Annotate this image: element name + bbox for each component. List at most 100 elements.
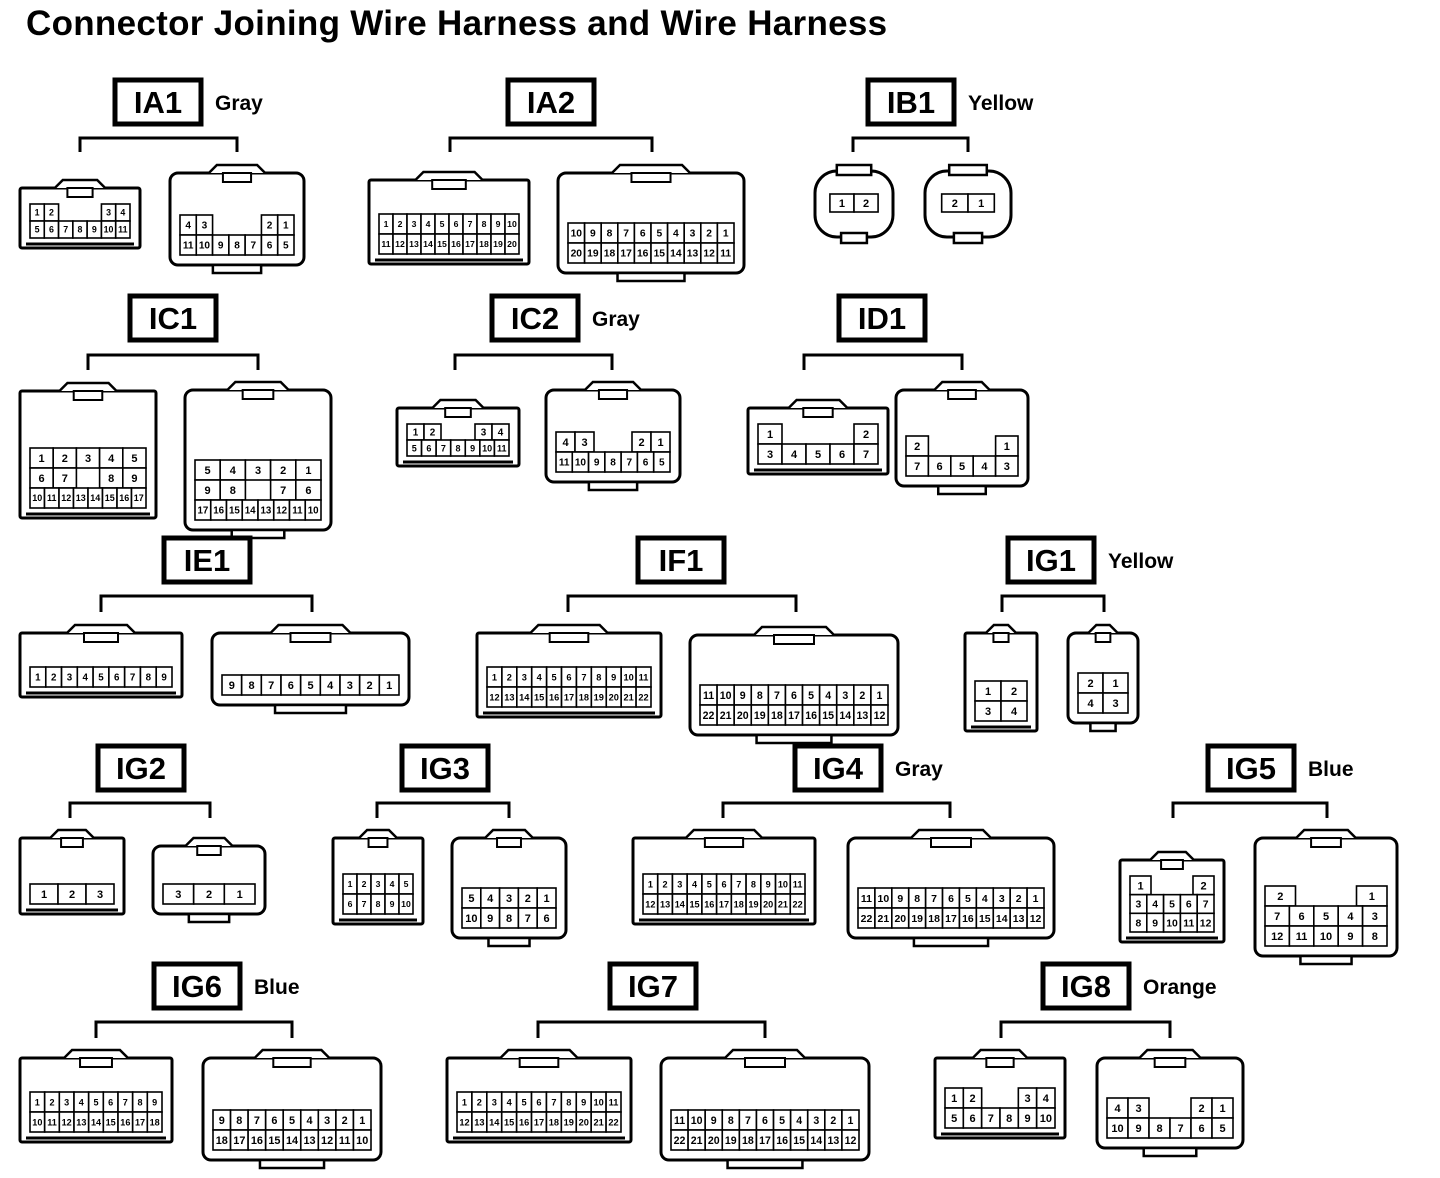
- ig4-left-pin-number: 7: [736, 879, 741, 889]
- ig4-right-pin-number: 10: [878, 894, 890, 905]
- ig6-left-pin-number: 14: [91, 1117, 101, 1127]
- ig8-right-pin-number: 1: [1219, 1103, 1225, 1115]
- ig8-right-pin-number: 3: [1135, 1103, 1141, 1115]
- ia2-left-pin-number: 15: [437, 239, 447, 249]
- connector-id-label: IG7: [628, 969, 678, 1004]
- ic2-left-pin-number: 1: [413, 428, 419, 439]
- ig4-left-pin-number: 1: [648, 879, 653, 889]
- ig5-left-pin-cell: [1196, 912, 1215, 933]
- connector-id-box: [792, 743, 884, 793]
- connector-id-label: IG8: [1061, 969, 1111, 1004]
- if1-right-latch: [753, 625, 835, 636]
- ic1-left-pin-number: 12: [61, 493, 71, 503]
- ig4-left-pin-number: 20: [763, 899, 773, 909]
- connector-bracket: [721, 801, 952, 818]
- ig7-right-pin-number: 16: [776, 1135, 788, 1147]
- if1-right-pin-number: 1: [877, 690, 883, 702]
- ig3-right-pin-number: 10: [465, 913, 477, 925]
- ig6-right-pin-number: 14: [286, 1135, 298, 1147]
- ig8-right-foot: [1142, 1146, 1198, 1158]
- ia2-right-pin-number: 18: [604, 249, 616, 260]
- ig7-right-pin-number: 13: [827, 1135, 839, 1147]
- ig6-right-pin-number: 15: [268, 1135, 280, 1147]
- ig7-right-pin-number: 18: [742, 1135, 754, 1147]
- ic1-right-lock: [241, 389, 275, 400]
- connector-bracket: [1000, 594, 1106, 612]
- ig3-right-pin-number: 8: [506, 913, 512, 925]
- ig7-right-pin-number: 21: [691, 1135, 703, 1147]
- connector-color-label: Yellow: [968, 92, 1034, 115]
- ic1-left-pin-number: 8: [108, 473, 114, 485]
- connector-id-box: [865, 77, 957, 127]
- ie1-right-pin-number: 1: [386, 680, 392, 692]
- ia1-right-foot: [211, 263, 263, 275]
- ig7-right-pin-number: 7: [745, 1115, 751, 1127]
- ic1-left-pin-number: 6: [39, 473, 45, 485]
- if1-right-lock: [773, 634, 815, 645]
- if1-left-latch: [529, 623, 609, 634]
- ia2-left-pin-number: 2: [398, 219, 403, 229]
- ic2-right-pin-number: 5: [659, 458, 665, 469]
- ig8-right-pin-number: 10: [1111, 1123, 1123, 1135]
- ig5-right-pin-number: 10: [1320, 931, 1332, 943]
- ig4-left-pin-cell: [789, 893, 806, 915]
- if1-left-pin-cell: [635, 686, 652, 708]
- ig5-left-pin-number: 2: [1200, 880, 1206, 892]
- ic1-right-pin-number: 3: [255, 465, 261, 477]
- ic2-right-pin-number: 10: [575, 458, 587, 469]
- ig7-left-latch: [499, 1048, 579, 1059]
- ig1-left-lock: [992, 632, 1010, 643]
- ig7-left-pin-number: 22: [608, 1117, 618, 1127]
- ig1-right-latch: [1087, 623, 1119, 634]
- ig6-left-pin-number: 15: [106, 1117, 116, 1127]
- ic1-right-pin-number: 13: [260, 506, 271, 517]
- ig6-right-pin-number: 1: [359, 1115, 365, 1127]
- id1-left-lock: [802, 407, 834, 418]
- ia2-right-pin-number: 11: [720, 249, 731, 260]
- ig4-left-lock: [703, 837, 745, 848]
- connector-color-label: Gray: [592, 308, 640, 331]
- ig5-right-pin-number: 7: [1274, 911, 1280, 923]
- ia1-left-pin-number: 10: [104, 225, 114, 235]
- ig1-right-pin-cell: [1102, 692, 1129, 714]
- connector-id-box: [1040, 961, 1132, 1011]
- if1-left-pin-number: 11: [639, 672, 649, 682]
- ia1-right-pin-number: 8: [234, 241, 240, 252]
- ic2-left-pin-number: 11: [497, 443, 507, 453]
- ia2-left-pin-number: 8: [482, 219, 487, 229]
- if1-right-pin-number: 18: [771, 710, 783, 722]
- connector-id-label: IG2: [116, 751, 166, 786]
- ia2-left-pin-number: 19: [493, 239, 503, 249]
- ig6-left-pin-number: 17: [135, 1117, 145, 1127]
- ic2-left-pin-number: 2: [430, 428, 436, 439]
- if1-left-pin-number: 20: [609, 692, 619, 702]
- ia2-right-pin-number: 2: [706, 229, 712, 240]
- ig6-right-pin-number: 6: [271, 1115, 277, 1127]
- ig1-right-foot: [1089, 721, 1117, 733]
- ia1-right-pin-number: 10: [199, 241, 211, 252]
- connector-id-label: IB1: [887, 85, 935, 120]
- if1-right-pin-number: 13: [856, 710, 868, 722]
- ic1-right-pin-number: 1: [305, 465, 311, 477]
- ig7-left-pin-number: 21: [593, 1117, 603, 1127]
- ia1-right-pin-number: 3: [202, 221, 208, 232]
- ic2-left-pin-number: 9: [470, 443, 475, 453]
- connector-bracket: [78, 136, 239, 152]
- connector-bracket: [375, 801, 511, 818]
- ie1-left-pin-number: 5: [98, 673, 104, 684]
- connector-bracket: [68, 801, 212, 818]
- ic1-left-lock: [72, 390, 104, 401]
- id1-right-lock: [947, 389, 977, 400]
- ia2-right-pin-number: 14: [670, 249, 682, 260]
- ig6-left-pin-number: 2: [49, 1097, 54, 1107]
- id1-right-pin-number: 7: [914, 461, 920, 473]
- if1-right-pin-number: 10: [720, 690, 732, 702]
- ig4-right-pin-number: 2: [1016, 894, 1022, 905]
